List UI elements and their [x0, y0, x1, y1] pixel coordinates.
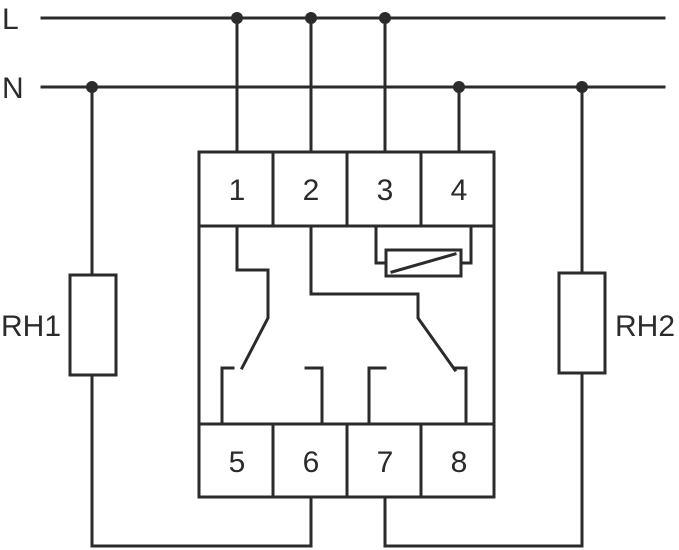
terminal-1-label: 1	[229, 174, 246, 207]
terminal-3-label: 3	[377, 174, 394, 207]
contact-1-blade	[235, 224, 270, 371]
terminal-6-label: 6	[303, 446, 320, 479]
terminal-7-label: 7	[377, 446, 394, 479]
load-resistor-2	[557, 271, 607, 375]
watermark-text: catalog.onliner.by	[586, 530, 679, 543]
terminal-5-label: 5	[229, 446, 246, 479]
relay-coil-slash	[390, 252, 457, 274]
contact-5-stub	[220, 366, 235, 426]
terminal-2-label: 2	[303, 174, 320, 207]
terminal-8-label: 8	[451, 446, 468, 479]
neutral-line-label: N	[2, 72, 24, 105]
contact-2-blade	[309, 224, 458, 373]
terminal-4-label: 4	[451, 174, 468, 207]
load-1-label: RH1	[1, 310, 61, 343]
load-resistor-1	[68, 273, 118, 377]
contact-8-stub	[452, 366, 468, 426]
live-line-label: L	[2, 3, 19, 36]
coil-lead-right	[459, 224, 473, 265]
contact-6-stub	[304, 366, 324, 426]
contact-7-stub	[367, 366, 387, 426]
coil-lead-left	[374, 224, 388, 265]
load-2-label: RH2	[615, 310, 675, 343]
